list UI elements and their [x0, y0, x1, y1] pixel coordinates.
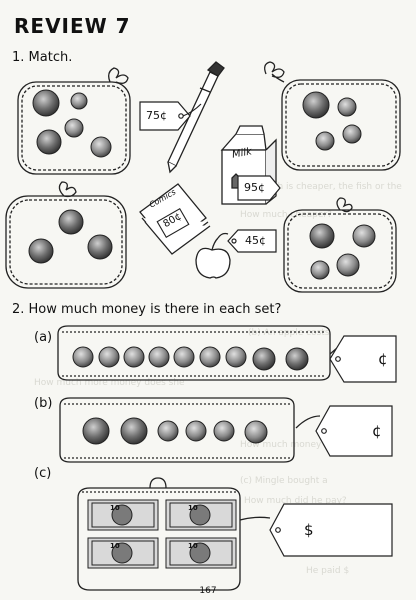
quarter-coin — [90, 136, 112, 158]
apple-item — [195, 232, 231, 279]
purse-b — [59, 397, 321, 463]
quarter-coin — [310, 260, 330, 280]
half-dollar-coin — [32, 89, 60, 117]
banknote-1-denomination: 10 — [110, 504, 120, 512]
comics-price-tag — [156, 207, 190, 239]
banknotes-c — [87, 499, 237, 569]
quarter-coin — [336, 253, 360, 277]
bleed-line-7: How much did he pay? — [244, 496, 347, 506]
question-2: 2. How much money is there in each set? — [12, 302, 282, 317]
purse-1 — [17, 67, 131, 175]
pen-price: 75¢ — [146, 109, 167, 122]
quarter-coin — [342, 124, 362, 144]
pen-price-tag — [139, 101, 202, 131]
question-1: 1. Match. — [12, 50, 73, 65]
coins-b — [82, 417, 268, 445]
purse-2 — [264, 61, 401, 171]
page-number: 167 — [199, 586, 217, 596]
bleed-line-2: How much cheaper? — [240, 210, 332, 220]
part-c-label: (c) — [34, 466, 52, 481]
half-dollar-coin — [302, 91, 330, 119]
banknote-3-denomination: 10 — [110, 542, 120, 550]
answer-b-unit: ¢ — [372, 422, 382, 440]
purse-c — [77, 477, 271, 591]
apple-price-tag — [227, 229, 277, 253]
part-b-label: (b) — [34, 396, 53, 411]
answer-a-unit: ¢ — [378, 350, 388, 368]
banknote-4-denomination: 10 — [188, 542, 198, 550]
bleed-line-8: He paid $ — [306, 566, 350, 576]
pen-item — [167, 61, 225, 174]
milk-price: 95¢ — [244, 181, 265, 194]
coins-a — [72, 346, 309, 371]
answer-c-unit: $ — [304, 521, 314, 539]
milk-price-tag — [237, 175, 281, 201]
apple-price: 45¢ — [245, 234, 266, 247]
answer-tag-c — [269, 503, 393, 557]
half-dollar-coin — [58, 209, 84, 235]
purse-3 — [5, 181, 127, 289]
quarter-coin — [64, 118, 84, 138]
review-title: REVIEW 7 — [14, 14, 131, 38]
quarter-coin — [315, 131, 335, 151]
quarter-coin — [352, 224, 376, 248]
bleed-line-5: How much money does she need — [240, 440, 390, 450]
bleed-line-4: How much more money does she — [34, 378, 185, 388]
part-a-label: (a) — [34, 330, 53, 345]
purse-4 — [283, 197, 397, 293]
half-dollar-coin — [309, 223, 335, 249]
quarter-coin — [337, 97, 357, 117]
banknote-2-denomination: 10 — [188, 504, 198, 512]
nickel-coin — [70, 92, 88, 110]
answer-tag-b — [315, 405, 393, 457]
bleed-line-3: (b) An apple costs — [248, 328, 330, 338]
bleed-line-6: (c) Mingle bought a — [240, 476, 328, 486]
bleed-line-1: (a) Which is cheaper, the fish or the — [240, 182, 402, 192]
half-dollar-coin — [87, 234, 113, 260]
half-dollar-coin — [36, 129, 62, 155]
half-dollar-coin — [28, 238, 54, 264]
answer-tag-a — [329, 335, 397, 383]
